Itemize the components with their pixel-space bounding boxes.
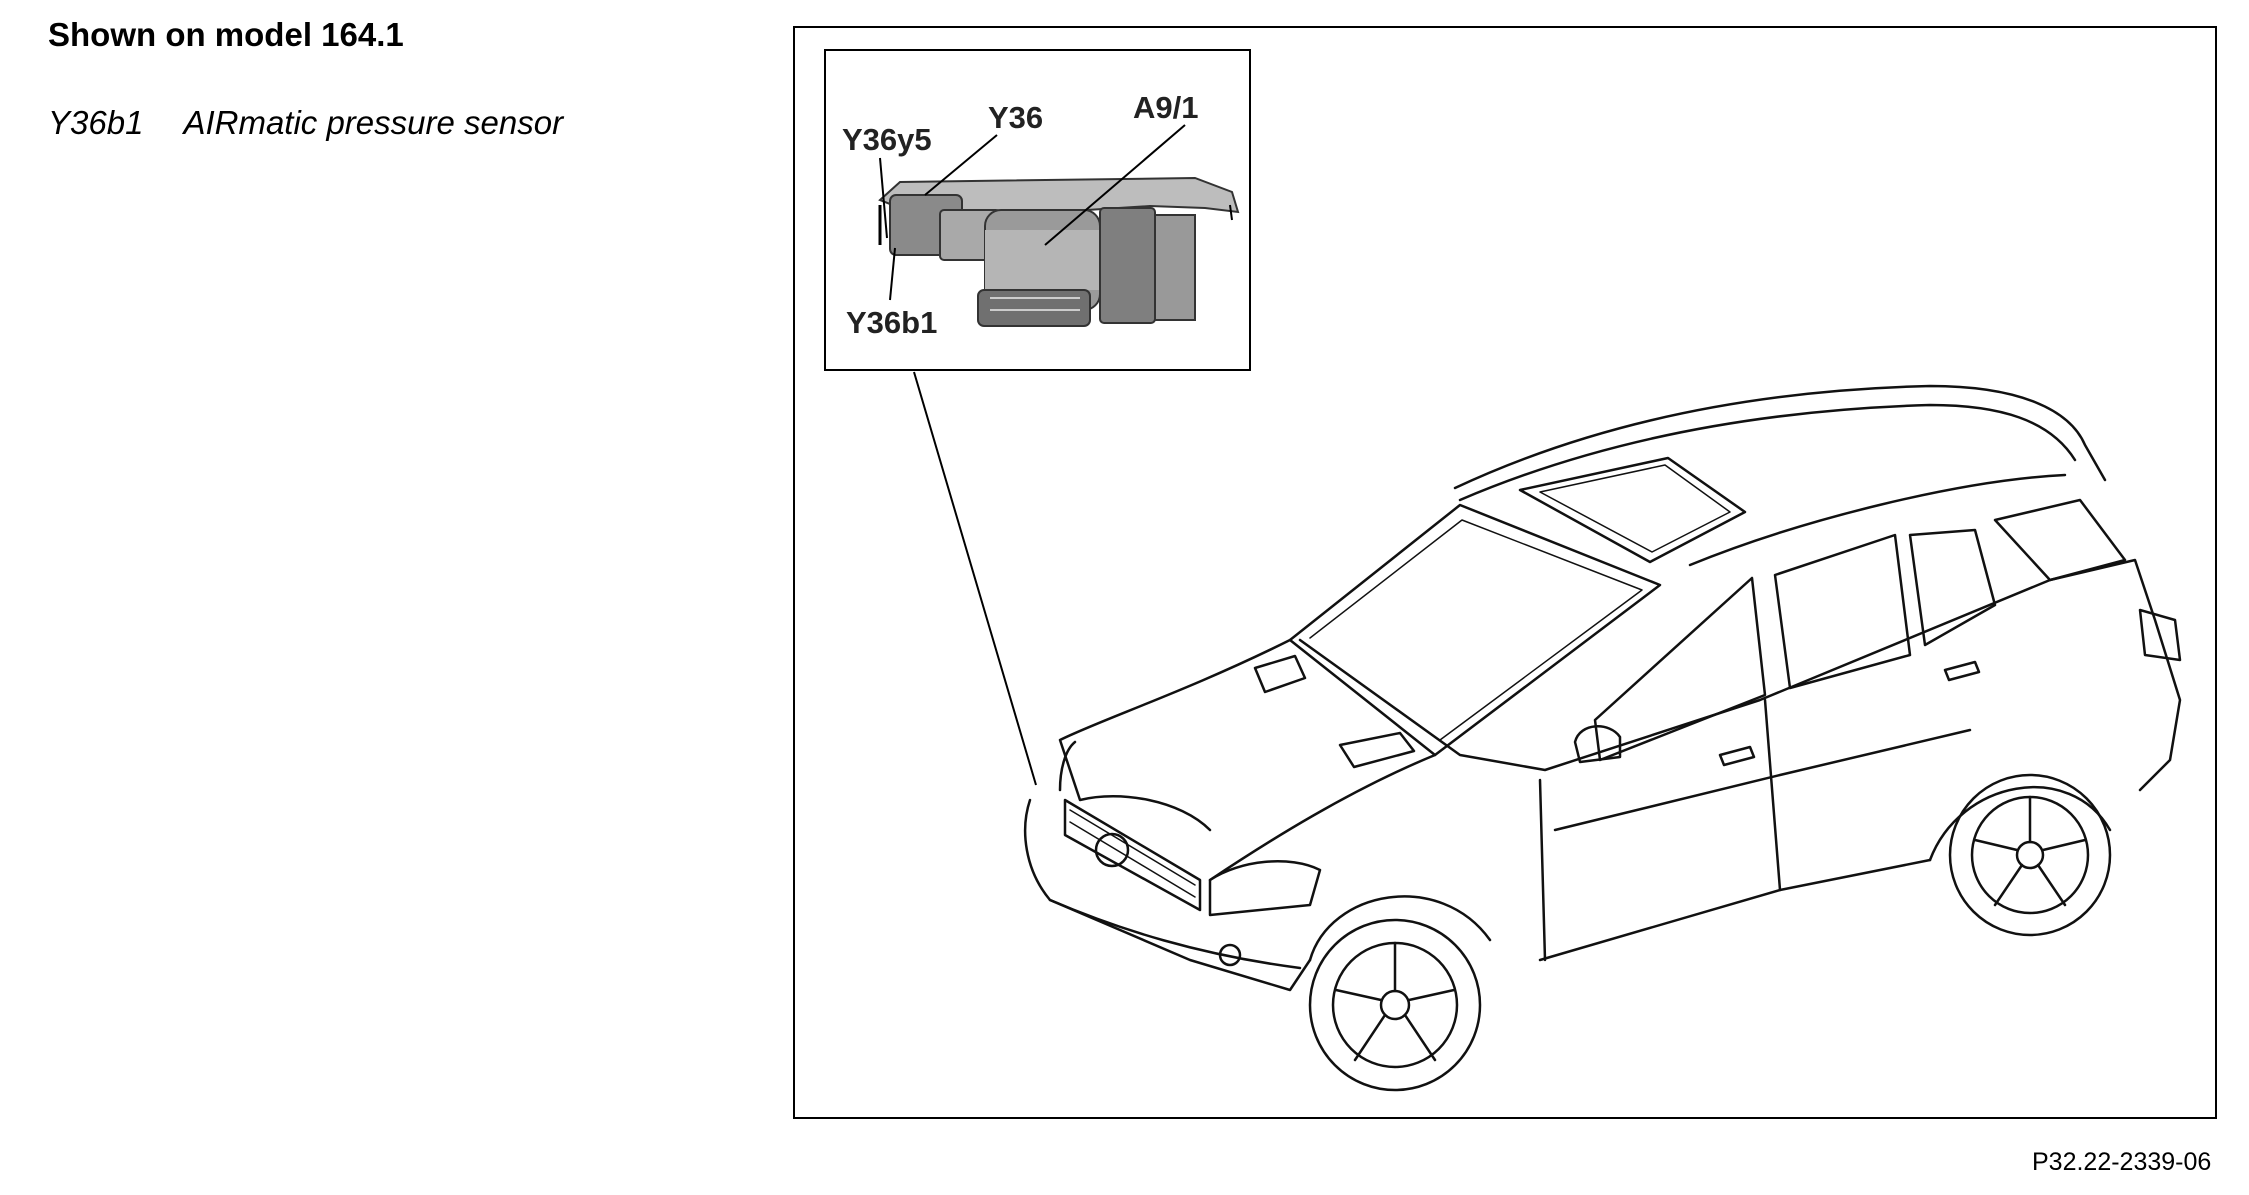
callout-y36b1: Y36b1 [846,305,937,340]
callout-a9-1: A9/1 [1133,90,1198,125]
figure-reference: P32.22-2339-06 [2032,1148,2212,1176]
page-title: Shown on model 164.1 [48,16,404,53]
compressor-assembly-illustration [878,176,1240,327]
callout-y36: Y36 [988,100,1043,135]
legend-code: Y36b1 [48,104,144,141]
callout-leaders [879,124,1186,301]
callout-y36y5: Y36y5 [842,122,932,157]
legend-row: Y36b1 AIRmatic pressure sensor [48,104,563,142]
inset-leader-line [913,371,1037,786]
diagram-frame [793,26,2217,1119]
vehicle-illustration [1024,384,2182,1092]
legend-description: AIRmatic pressure sensor [183,104,564,141]
